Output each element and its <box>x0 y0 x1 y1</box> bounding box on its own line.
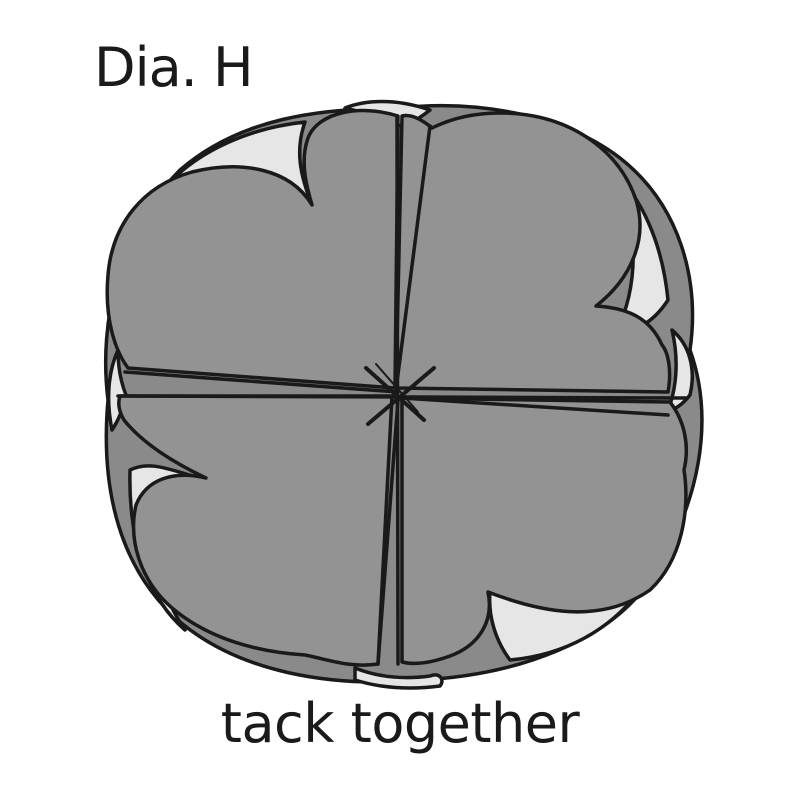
tack-stitch-x-icon <box>364 363 436 426</box>
fold-line-diagonal-c <box>400 396 670 417</box>
petal-top-right <box>394 111 672 394</box>
petal-top-left <box>105 108 400 390</box>
fold-line-diagonal-b <box>123 370 400 394</box>
petal-bottom-left <box>117 394 394 667</box>
fold-line-diagonal-a <box>394 124 432 392</box>
diagram-title: Dia. H <box>94 36 254 99</box>
fold-line-diagonal-d <box>376 398 400 666</box>
petals <box>105 108 689 667</box>
lining-bottom-center <box>353 666 444 690</box>
diagram-caption: tack together <box>220 692 580 755</box>
petal-bottom-right <box>400 396 689 666</box>
lining-right-side <box>666 328 694 412</box>
